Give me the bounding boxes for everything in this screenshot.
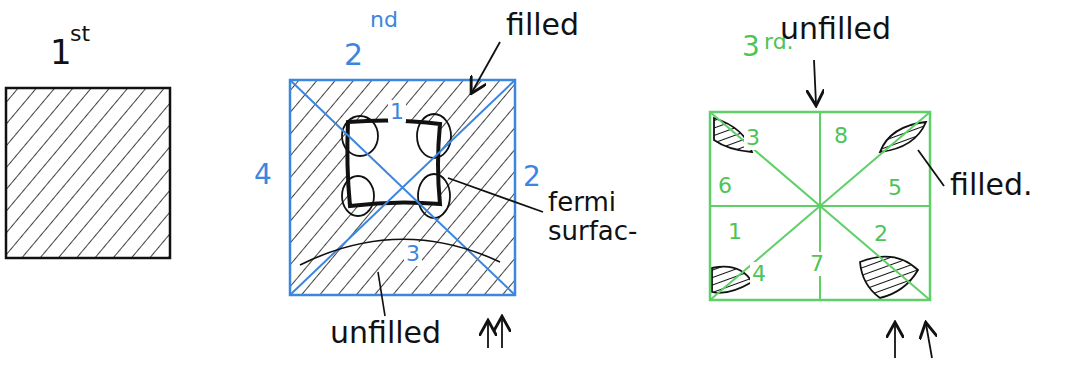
annotation: fermi surfac- [548, 188, 678, 245]
annotation: filled [506, 8, 579, 41]
region-number: 3 [744, 126, 762, 150]
region-number: 2 [872, 222, 890, 246]
region-number: 2 [523, 162, 541, 193]
region-number: 4 [750, 262, 768, 286]
region-number: 5 [886, 176, 904, 200]
region-number: 6 [716, 174, 734, 198]
region-number: 8 [832, 124, 850, 148]
annotation: unfilled [780, 12, 891, 45]
zone-label: 2 [344, 38, 363, 71]
zone-label: nd [370, 8, 398, 32]
region-number: 1 [388, 100, 406, 124]
region-number: 4 [254, 160, 272, 191]
region-number: 3 [404, 242, 422, 266]
annotation: filled. [950, 168, 1033, 201]
zone-label: st [70, 22, 90, 46]
region-number: 1 [726, 220, 744, 244]
zone-label: 3 [742, 32, 760, 63]
region-number: 7 [808, 252, 826, 276]
annotation: unfilled [330, 316, 441, 349]
zone-label: 1 [50, 34, 72, 71]
